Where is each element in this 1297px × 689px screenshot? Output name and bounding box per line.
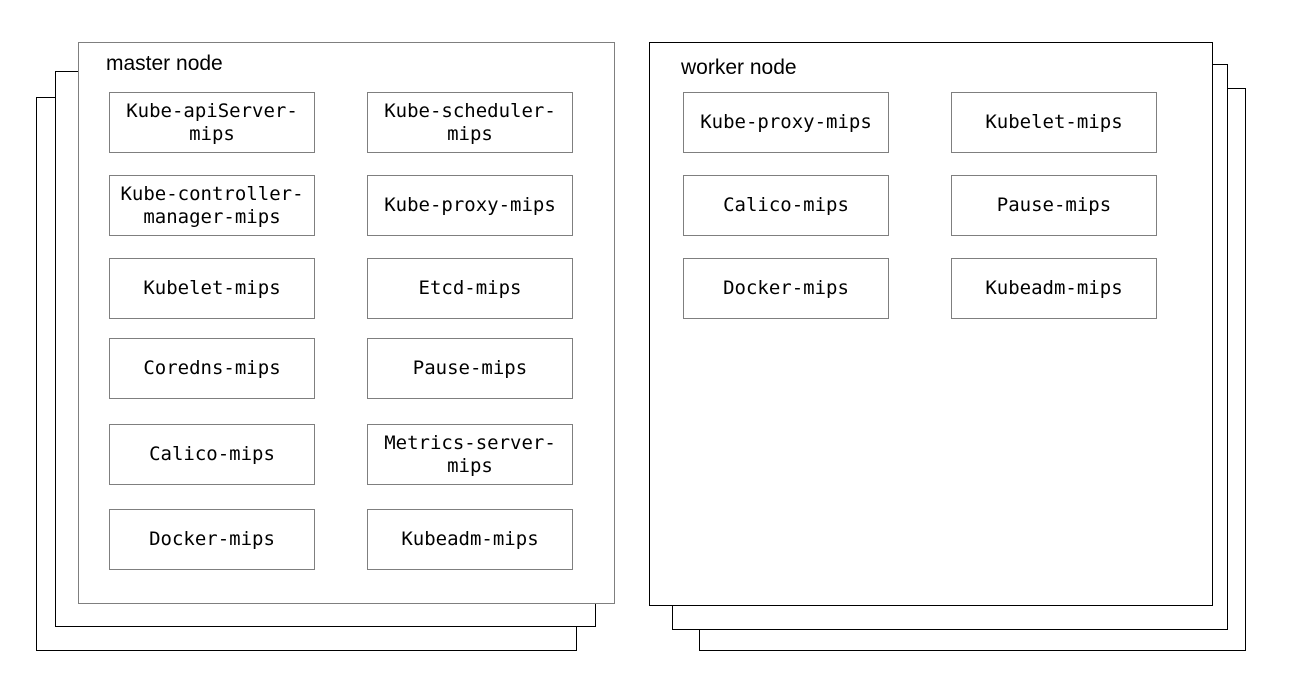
master-box-calico-mips: Calico-mips	[109, 424, 315, 485]
component-label: Pause-mips	[996, 194, 1112, 217]
master-box-metrics-server-mips: Metrics-server-mips	[367, 424, 573, 485]
worker-node-title: worker node	[681, 56, 797, 79]
master-box-pause-mips: Pause-mips	[367, 338, 573, 399]
component-label: Calico-mips	[149, 443, 275, 466]
worker-box-kubelet-mips: Kubelet-mips	[951, 92, 1157, 153]
component-label: Kube-apiServer-mips	[126, 99, 298, 145]
component-label: Kube-controller-manager-mips	[120, 182, 304, 228]
master-node-title: master node	[106, 52, 223, 75]
master-box-kube-scheduler-mips: Kube-scheduler-mips	[367, 92, 573, 153]
master-box-kubeadm-mips: Kubeadm-mips	[367, 509, 573, 570]
worker-box-kubeadm-mips: Kubeadm-mips	[951, 258, 1157, 319]
worker-box-calico-mips: Calico-mips	[683, 175, 889, 236]
component-label: Calico-mips	[723, 194, 849, 217]
component-label: Metrics-server-mips	[384, 431, 556, 477]
master-box-etcd-mips: Etcd-mips	[367, 258, 573, 319]
worker-box-pause-mips: Pause-mips	[951, 175, 1157, 236]
master-box-kube-controller-manager-mips: Kube-controller-manager-mips	[109, 175, 315, 236]
component-label: Kubeadm-mips	[401, 528, 539, 551]
component-label: Coredns-mips	[143, 357, 281, 380]
component-label: Kube-proxy-mips	[384, 194, 556, 217]
component-label: Kubelet-mips	[143, 277, 281, 300]
master-box-docker-mips: Docker-mips	[109, 509, 315, 570]
master-box-kube-apiserver-mips: Kube-apiServer-mips	[109, 92, 315, 153]
worker-node-panel: worker node Kube-proxy-mips Kubelet-mips…	[649, 42, 1213, 606]
master-node-panel: master node Kube-apiServer-mips Kube-sch…	[78, 42, 615, 604]
component-label: Kube-proxy-mips	[700, 111, 872, 134]
component-label: Kube-scheduler-mips	[384, 99, 556, 145]
component-label: Kubeadm-mips	[985, 277, 1123, 300]
component-label: Docker-mips	[149, 528, 275, 551]
master-box-kubelet-mips: Kubelet-mips	[109, 258, 315, 319]
worker-box-kube-proxy-mips: Kube-proxy-mips	[683, 92, 889, 153]
component-label: Docker-mips	[723, 277, 849, 300]
component-label: Kubelet-mips	[985, 111, 1123, 134]
master-box-coredns-mips: Coredns-mips	[109, 338, 315, 399]
worker-box-docker-mips: Docker-mips	[683, 258, 889, 319]
master-box-kube-proxy-mips: Kube-proxy-mips	[367, 175, 573, 236]
component-label: Etcd-mips	[418, 277, 522, 300]
component-label: Pause-mips	[412, 357, 528, 380]
